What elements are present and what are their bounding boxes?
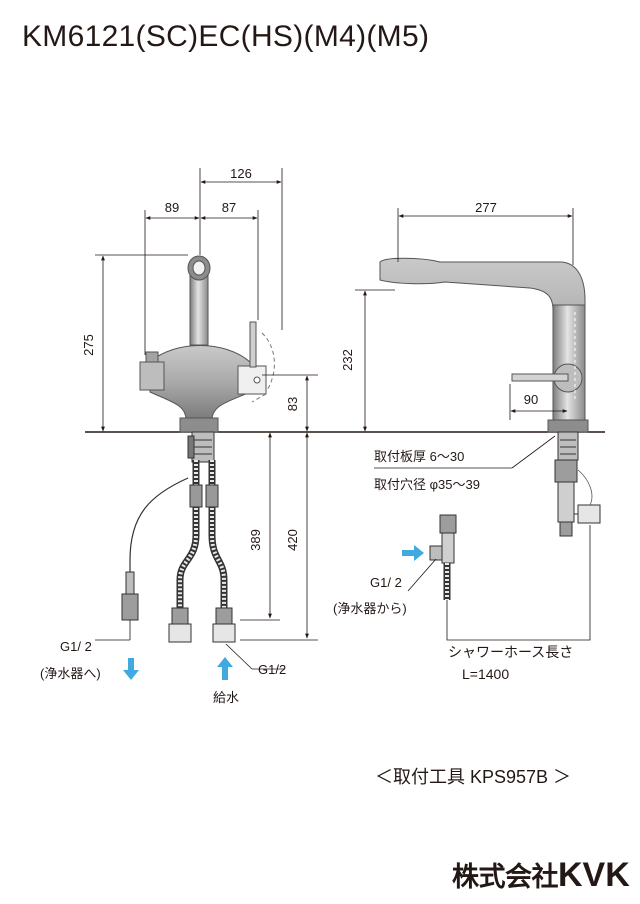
- label-from-purifier: (浄水器から): [333, 601, 407, 616]
- arrow-right-icon: [402, 545, 424, 561]
- dim-275: 275: [81, 334, 96, 356]
- label-plate-thickness: 取付板厚 6～30: [374, 449, 464, 464]
- model-title: KM6121(SC)EC(HS)(M4)(M5): [22, 20, 430, 53]
- dim-277: 277: [475, 200, 497, 215]
- label-g12-out: G1/ 2: [60, 639, 92, 654]
- flow-arrows: [123, 545, 424, 680]
- label-water-supply: 給水: [213, 690, 239, 705]
- company-logo: 株式会社KVK: [452, 855, 630, 895]
- logo-prefix: 株式会社: [452, 862, 559, 892]
- label-g12-in: G1/ 2: [370, 575, 402, 590]
- dim-420: 420: [285, 529, 300, 551]
- front-faucet: [139, 255, 267, 433]
- label-g12-supply: G1/2: [258, 662, 286, 677]
- hose-adapter: [429, 514, 457, 600]
- dim-83: 83: [285, 397, 300, 411]
- label-hose-value: L=1400: [462, 666, 509, 682]
- dim-126: 126: [230, 166, 252, 181]
- side-faucet: [379, 257, 589, 433]
- label-hose-length: シャワーホース長さ: [448, 644, 573, 660]
- arrow-up-icon: [217, 657, 233, 680]
- arrow-down-icon: [123, 658, 139, 680]
- label-hole-diameter: 取付穴径 φ35～39: [374, 477, 480, 492]
- dim-90: 90: [524, 392, 538, 407]
- dim-389: 389: [248, 529, 263, 551]
- under-counter-pipes: [121, 431, 236, 643]
- dim-87: 87: [222, 200, 236, 215]
- side-under-counter: [554, 431, 601, 537]
- tool-kit-label: ＜取付工具 KPS957B ＞: [375, 767, 572, 787]
- dim-89: 89: [165, 200, 179, 215]
- label-to-purifier: (浄水器へ): [40, 666, 101, 681]
- dim-232: 232: [340, 349, 355, 371]
- logo-brand: KVK: [558, 856, 630, 894]
